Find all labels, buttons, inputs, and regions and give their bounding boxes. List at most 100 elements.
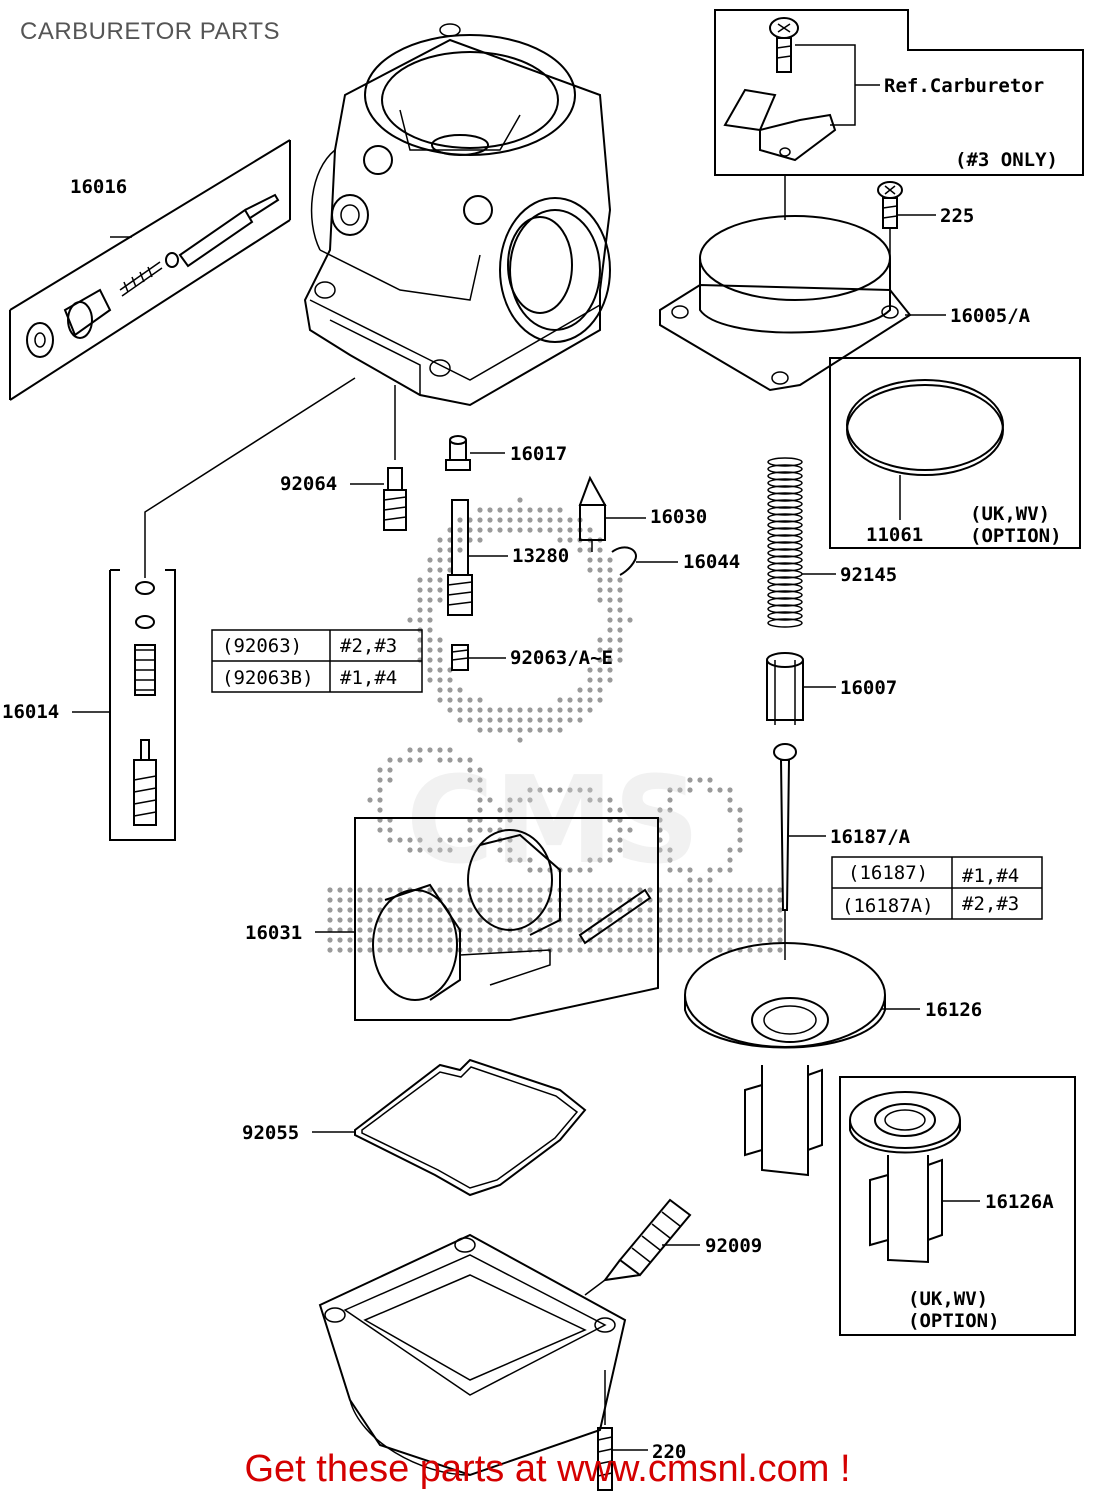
part-13280[interactable] [447, 499, 473, 616]
part-92063[interactable] [451, 644, 469, 671]
table-92063-row1-cyl: #2,#3 [340, 635, 397, 657]
part-16014-assembly[interactable] [133, 581, 157, 826]
watermark-dot [467, 777, 473, 783]
part-16187a[interactable] [773, 743, 797, 960]
watermark-dot [447, 697, 453, 703]
watermark-dot [577, 547, 583, 553]
watermark-dot [477, 827, 483, 833]
table-92063-row1-part: (92063) [222, 635, 302, 657]
watermark-dot [377, 787, 383, 793]
float-bowl[interactable] [318, 1233, 627, 1477]
part-92055[interactable] [354, 1058, 587, 1197]
watermark-dot [367, 917, 373, 923]
spring-coil [767, 541, 803, 551]
watermark-dot [377, 897, 383, 903]
watermark-dot [617, 617, 623, 623]
watermark-dot [737, 917, 743, 923]
watermark-dot [697, 897, 703, 903]
watermark-dot [537, 937, 543, 943]
watermark-dot [477, 707, 483, 713]
watermark-dot [427, 657, 433, 663]
ref-screw[interactable] [769, 17, 799, 73]
table-92063-row2-part: (92063B) [222, 667, 314, 689]
watermark-dot [747, 927, 753, 933]
spring-coil [767, 478, 803, 488]
watermark-dot [607, 927, 613, 933]
part-92064[interactable] [383, 385, 407, 531]
watermark-dot [757, 887, 763, 893]
watermark-dot [547, 907, 553, 913]
watermark-dot [487, 507, 493, 513]
watermark-dot [457, 697, 463, 703]
part-16126[interactable] [684, 942, 886, 1177]
watermark-dot [407, 927, 413, 933]
watermark-dot [597, 947, 603, 953]
watermark-dot [497, 947, 503, 953]
watermark-dot [397, 757, 403, 763]
watermark-dot [647, 917, 653, 923]
watermark-dot [427, 607, 433, 613]
watermark-dot [557, 787, 563, 793]
watermark-dot [577, 947, 583, 953]
part-16126a[interactable] [849, 1091, 961, 1264]
watermark-dot [617, 627, 623, 633]
watermark-dot [677, 887, 683, 893]
watermark-dot [727, 867, 733, 873]
watermark-dot [437, 917, 443, 923]
watermark-dot [477, 767, 483, 773]
watermark-dot [697, 927, 703, 933]
watermark-dot [497, 507, 503, 513]
label-220: 220 [652, 1441, 686, 1463]
part-16007[interactable] [766, 652, 804, 725]
watermark-dot [527, 787, 533, 793]
watermark-dot [637, 917, 643, 923]
watermark-dot [437, 667, 443, 673]
part-11061[interactable] [846, 379, 1004, 520]
watermark-dot [567, 887, 573, 893]
watermark-dot [537, 507, 543, 513]
watermark-dot [477, 917, 483, 923]
watermark-dot [547, 927, 553, 933]
part-92009[interactable] [584, 1198, 692, 1296]
part-16005a[interactable] [659, 215, 912, 392]
table-16187-row1-cyl: #1,#4 [962, 865, 1019, 887]
watermark-dot [747, 897, 753, 903]
watermark-dot [587, 567, 593, 573]
watermark-dot [617, 887, 623, 893]
cta-link[interactable]: Get these parts at www.cmsnl.com ! [244, 1448, 851, 1490]
watermark-dot [587, 667, 593, 673]
watermark-dot [607, 917, 613, 923]
part-16030[interactable] [578, 475, 607, 552]
watermark-dot [507, 707, 513, 713]
spring-coil [767, 499, 803, 509]
watermark-dot [547, 707, 553, 713]
watermark-dot [507, 527, 513, 533]
watermark-dot [497, 527, 503, 533]
watermark-dot [547, 917, 553, 923]
watermark-dot [737, 807, 743, 813]
watermark-dot [567, 707, 573, 713]
watermark-dot [507, 807, 513, 813]
part-16016-assembly[interactable] [9, 139, 291, 401]
watermark-dot [757, 927, 763, 933]
watermark-dot [507, 947, 513, 953]
watermark-dot [487, 727, 493, 733]
part-220[interactable] [597, 1370, 613, 1491]
watermark-dot [417, 587, 423, 593]
part-16017[interactable] [445, 435, 471, 471]
part-16031-assembly[interactable] [372, 829, 652, 1001]
watermark-dot [377, 777, 383, 783]
carburetor-body[interactable] [303, 23, 612, 407]
part-16044[interactable] [611, 546, 637, 576]
ref-bracket[interactable] [723, 88, 837, 162]
watermark-dot [437, 637, 443, 643]
watermark-dot [687, 887, 693, 893]
watermark-dot [597, 857, 603, 863]
watermark-dot [427, 567, 433, 573]
watermark-dot [457, 707, 463, 713]
watermark-dot [387, 827, 393, 833]
watermark-dot [737, 847, 743, 853]
watermark-dot [627, 947, 633, 953]
part-92145[interactable] [767, 457, 803, 628]
watermark-dot [757, 947, 763, 953]
